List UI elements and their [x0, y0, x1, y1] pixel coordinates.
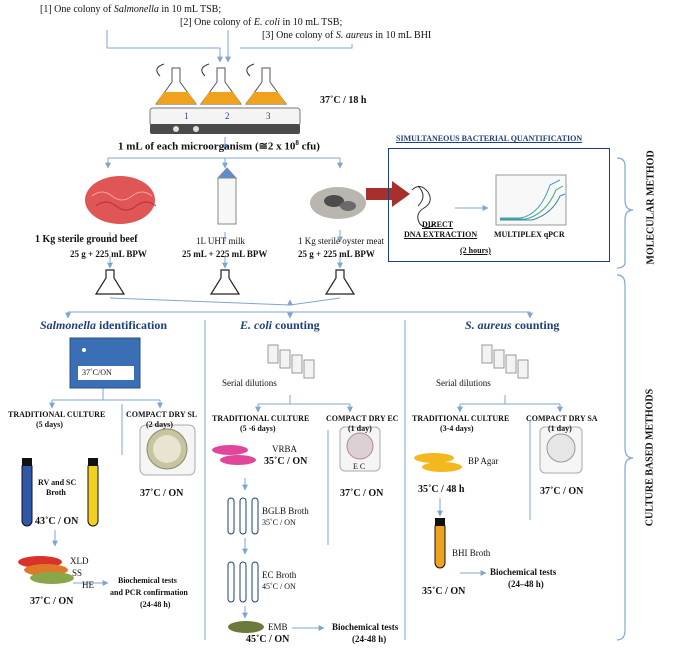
- saureus-dilution-tubes-icon: [481, 344, 529, 379]
- saureus-bio-time: (24–48 h): [508, 579, 544, 589]
- bhi-label: BHI Broth: [452, 548, 491, 558]
- sal-trad-time: (5 days): [36, 420, 63, 429]
- mix-label: 1 mL of each microorganism (≅2 x 108 cfu…: [118, 139, 320, 153]
- beef-bpw-label: 25 g + 225 mL BPW: [70, 249, 147, 259]
- bglb-tube-icons: [227, 497, 259, 535]
- compact-dry-ec-plate-icon: [339, 426, 381, 472]
- food-oyster-label: 1 Kg sterile oyster meat: [298, 236, 384, 246]
- oyster-icon: [310, 187, 366, 219]
- saureus-compact-label: COMPACT DRY SA: [526, 414, 598, 423]
- sal-bio-1: Biochemical tests: [118, 576, 177, 585]
- qpcr-label: MULTIPLEX qPCR: [494, 230, 565, 239]
- inoculum-line-1: [1] One colony of Salmonella in 10 mL TS…: [40, 4, 222, 15]
- ss-label: SS: [72, 568, 83, 578]
- sal-trad-label: TRADITIONAL CULTURE: [8, 410, 106, 419]
- compact-dry-sl-plate-icon: [139, 424, 196, 476]
- salmonella-header: Salmonella identification: [40, 318, 168, 332]
- flask-number-3: 3: [266, 111, 271, 121]
- shaker-incubation: 37˚C / 18 h: [320, 95, 367, 106]
- bp-agar-label: BP Agar: [468, 456, 499, 466]
- saureus-bio: Biochemical tests: [490, 567, 557, 577]
- xld-ss-he-plate-icons: [18, 556, 74, 584]
- emb-label: EMB: [268, 622, 288, 632]
- milk-bpw-label: 25 mL + 225 mL BPW: [182, 249, 268, 259]
- bglb-temp: 35˚C / ON: [262, 518, 296, 527]
- bhi-temp: 35˚C / ON: [422, 586, 466, 597]
- ec-tube-icons: [227, 561, 259, 603]
- sal-compact-label: COMPACT DRY SL: [126, 410, 198, 419]
- vrba-temp: 35˚C / ON: [264, 456, 308, 467]
- ecoli-header: E. coli counting: [240, 318, 320, 332]
- molecular-side-label: MOLECULAR METHOD: [645, 150, 657, 265]
- ground-beef-icon: [85, 176, 157, 224]
- food-beef-label: 1 Kg sterile ground beef: [35, 234, 138, 245]
- he-label: HE: [82, 580, 94, 590]
- compact-dry-sa-plate-icon: [539, 426, 583, 474]
- ecoli-bio: Biochemical tests: [332, 622, 399, 632]
- sal-compact-temp: 37˚C / ON: [140, 488, 184, 499]
- incubator-label: 37˚C/ON: [82, 368, 112, 377]
- flask-number-1: 1: [184, 111, 189, 121]
- vrba-plate-icons: [212, 445, 256, 465]
- xld-label: XLD: [70, 556, 89, 566]
- qpcr-plot-icon: [495, 174, 567, 226]
- ecoli-compact-time: (1 day): [348, 424, 372, 433]
- saureus-header: S. aureus counting: [465, 318, 560, 332]
- sal-compact-time: (2 days): [146, 420, 173, 429]
- bp-agar-plate-icons: [414, 453, 462, 472]
- saureus-compact-temp: 37˚C / ON: [540, 486, 584, 497]
- sal-broth-label-1: RV and SC: [38, 478, 77, 487]
- saureus-compact-time: (1 day): [548, 424, 572, 433]
- sal-broth-label-2: Broth: [46, 488, 66, 497]
- ecoli-dilutions-label: Serial dilutions: [222, 378, 277, 388]
- vrba-label: VRBA: [272, 444, 298, 454]
- saureus-trad-time: (3-4 days): [440, 424, 474, 433]
- dna-extraction-icon: [411, 185, 437, 228]
- sal-broth-temp: 43˚C / ON: [35, 516, 79, 527]
- ecoli-compact-label: COMPACT DRY EC: [326, 414, 399, 423]
- incubator-icon: [69, 337, 141, 389]
- ec-temp: 45˚C / ON: [262, 582, 296, 591]
- flask-number-2: 2: [225, 111, 230, 121]
- molecular-title: SIMULTANEOUS BACTERIAL QUANTIFICATION: [396, 134, 583, 143]
- bpw-flask-icons: [94, 269, 356, 295]
- ecoli-dilution-tubes-icon: [267, 344, 315, 379]
- ecoli-bio-time: (24-48 h): [352, 634, 387, 644]
- inoculum-line-3: [3] One colony of S. aureus in 10 mL BHI: [262, 30, 432, 41]
- saureus-trad-label: TRADITIONAL CULTURE: [412, 414, 510, 423]
- bhi-tube-icon: [434, 518, 446, 569]
- molecular-box: [388, 148, 610, 262]
- ecoli-trad-label: TRADITIONAL CULTURE: [212, 414, 310, 423]
- inoculum-line-2: [2] One colony of E. coli in 10 mL TSB;: [180, 17, 343, 28]
- saureus-dilutions-label: Serial dilutions: [436, 378, 491, 388]
- ec-label: EC Broth: [262, 570, 297, 580]
- sal-agar-temp: 37˚C / ON: [30, 596, 74, 607]
- ecoli-compact-temp: 37˚C / ON: [340, 488, 384, 499]
- molecular-time: (2 hours): [460, 246, 491, 255]
- emb-temp: 45˚C / ON: [246, 634, 290, 645]
- bp-temp: 35˚C / 48 h: [418, 484, 465, 495]
- emb-plate-icon: [228, 621, 264, 633]
- sal-bio-3: (24-48 h): [140, 600, 171, 609]
- milk-carton-icon: [216, 167, 238, 225]
- rv-sc-tube-icons: [21, 458, 99, 527]
- oyster-bpw-label: 25 g + 225 mL BPW: [298, 249, 375, 259]
- extraction-label-2: DNA EXTRACTION: [404, 230, 478, 239]
- shaker-icon: [149, 63, 301, 134]
- extraction-label-1: DIRECT: [422, 220, 454, 229]
- ecoli-trad-time: (5 -6 days): [240, 424, 276, 433]
- bglb-label: BGLB Broth: [262, 506, 309, 516]
- ec-plate-label: E C: [353, 462, 366, 471]
- food-milk-label: 1L UHT milk: [196, 236, 245, 246]
- sal-bio-2: and PCR confirmation: [110, 588, 188, 597]
- culture-side-label: CULTURE BASED METHODS: [644, 388, 656, 527]
